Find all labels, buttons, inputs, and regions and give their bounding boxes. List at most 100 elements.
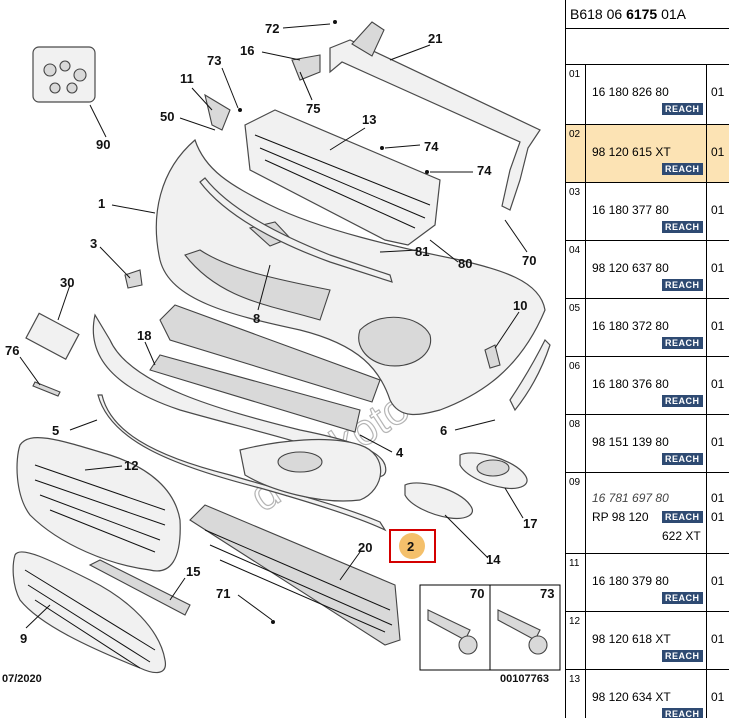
quantity: 01 [711,319,725,333]
part-9-grille [12,551,167,674]
part-8-chrome-strip [199,177,393,283]
part-number: 16 180 377 80 [592,203,669,217]
callout-72: 72 [265,21,279,36]
quantity: 01 [711,574,725,588]
callout-70-inset: 70 [470,586,484,601]
callout-17: 17 [523,516,537,531]
callout-2: 2 [407,539,414,554]
quantity: 01 [711,690,725,704]
reach-badge: REACH [662,221,703,233]
part-90-clip-kit [32,46,96,103]
quantity: 01 [711,510,725,524]
callout-71: 71 [216,586,230,601]
callout-13: 13 [362,112,376,127]
qty-divider [706,183,707,240]
fog-bezel-hole [476,459,510,477]
callout-73-inset: 73 [540,586,554,601]
row-index: 02 [566,125,586,182]
callout-3: 3 [90,236,97,251]
qty-divider [706,299,707,356]
row-index: 01 [566,65,586,124]
reach-badge: REACH [662,592,703,604]
callout-16: 16 [240,43,254,58]
part-number: 98 120 615 XT [592,145,671,159]
part-11-bracket [204,93,231,131]
fog-hole [277,451,323,473]
reach-badge: REACH [662,511,703,523]
part-number: 98 120 637 80 [592,261,669,275]
row-index: 03 [566,183,586,240]
part-number: 98 151 139 80 [592,435,669,449]
quantity: 01 [711,491,725,505]
footer-code: 00107763 [500,673,549,685]
part-18-absorber [149,354,361,433]
fastener-inset: 70 73 [419,584,561,671]
quantity: 01 [711,261,725,275]
callout-20: 20 [358,540,372,555]
qty-divider [706,612,707,669]
reach-badge: REACH [662,708,703,718]
callout-5: 5 [52,423,59,438]
reach-badge: REACH [662,163,703,175]
callout-9: 9 [20,631,27,646]
row-index: 11 [566,554,586,611]
qty-divider [706,554,707,611]
qty-divider [706,415,707,472]
callout-21: 21 [428,31,442,46]
part-number: 16 781 697 80 [592,491,669,505]
callout-8: 8 [253,311,260,326]
row-index: 04 [566,241,586,298]
reference-suffix: 01A [657,6,687,22]
reach-badge: REACH [662,103,703,115]
part-21-reinforcement-beam [329,21,541,211]
part-20-undertray [189,504,401,646]
callout-18: 18 [137,328,151,343]
row-index: 05 [566,299,586,356]
callout-81: 81 [415,244,429,259]
callout-10: 10 [513,298,527,313]
callout-74-b: 74 [477,163,492,178]
row-index: 06 [566,357,586,414]
callout-14: 14 [486,552,501,567]
callout-74-a: 74 [424,139,439,154]
quantity: 01 [711,145,725,159]
callout-labels: 72 21 16 73 11 75 50 13 74 74 90 1 3 81 … [5,21,537,646]
row-index: 12 [566,612,586,669]
qty-divider [706,357,707,414]
quantity: 01 [711,632,725,646]
qty-divider [706,125,707,182]
quantity: 01 [711,435,725,449]
callout-70: 70 [522,253,536,268]
callout-4: 4 [396,445,404,460]
part-12-lower-grille [16,436,181,572]
part-6-side-bracket [509,338,551,412]
callout-6: 6 [440,423,447,438]
part-14-fog-bezel [404,482,473,520]
row-index: 08 [566,415,586,472]
callout-11: 11 [180,71,194,86]
part-18-absorber-upper [159,304,381,403]
part-number: 16 180 376 80 [592,377,669,391]
footer-date: 07/2020 [2,673,42,685]
quantity: 01 [711,377,725,391]
callout-15: 15 [186,564,200,579]
row-index: 13 [566,670,586,718]
callout-80: 80 [458,256,472,271]
row-index: 09 [566,473,586,553]
part-number: 98 120 634 XT [592,690,671,704]
part-13-upper-grille [244,109,441,246]
part-number: 16 180 372 80 [592,319,669,333]
